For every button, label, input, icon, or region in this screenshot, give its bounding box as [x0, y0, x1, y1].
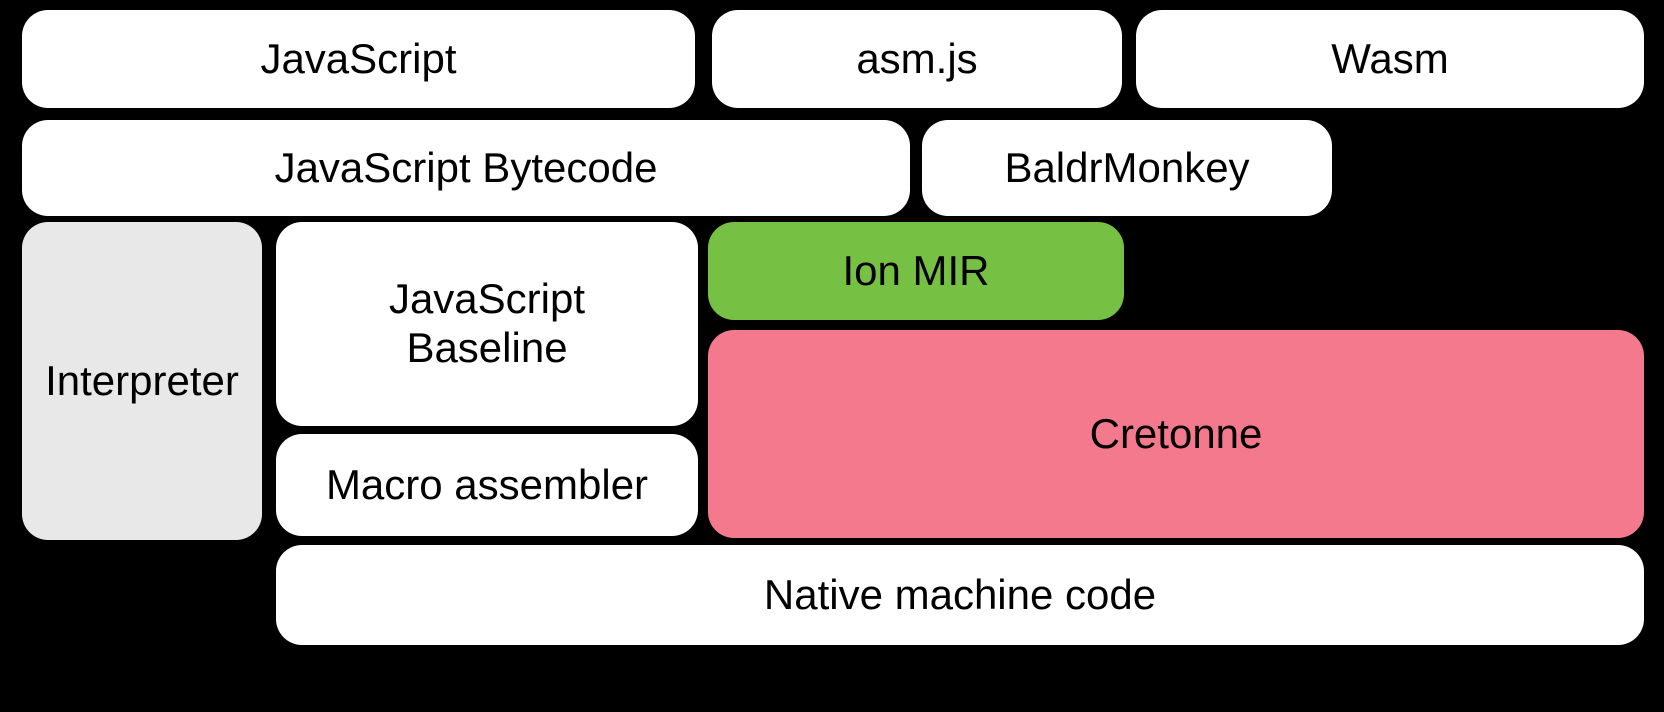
node-wasm: Wasm	[1136, 10, 1644, 108]
node-label-cretonne: Cretonne	[1089, 409, 1263, 457]
node-label-ion-mir: Ion MIR	[842, 246, 990, 294]
node-label-macro-assembler: Macro assembler	[325, 460, 649, 508]
node-interpreter: Interpreter	[22, 222, 262, 540]
node-label-javascript: JavaScript	[260, 34, 457, 82]
node-label-wasm: Wasm	[1331, 34, 1449, 82]
node-javascript: JavaScript	[22, 10, 695, 108]
node-macro-assembler: Macro assembler	[276, 434, 698, 536]
node-native-machine-code: Native machine code	[276, 545, 1644, 645]
node-ion-mir: Ion MIR	[708, 222, 1124, 320]
node-label-baldrmonkey: BaldrMonkey	[1004, 143, 1250, 191]
node-label-javascript-baseline: JavaScript Baseline	[388, 275, 586, 371]
node-label-javascript-bytecode: JavaScript Bytecode	[274, 143, 658, 191]
node-javascript-baseline: JavaScript Baseline	[276, 222, 698, 426]
node-cretonne: Cretonne	[708, 330, 1644, 538]
node-label-interpreter: Interpreter	[45, 356, 239, 404]
node-label-native-machine-code: Native machine code	[763, 570, 1157, 618]
node-label-asmjs: asm.js	[856, 34, 978, 82]
node-javascript-bytecode: JavaScript Bytecode	[22, 120, 910, 216]
node-baldrmonkey: BaldrMonkey	[922, 120, 1332, 216]
node-asmjs: asm.js	[712, 10, 1122, 108]
